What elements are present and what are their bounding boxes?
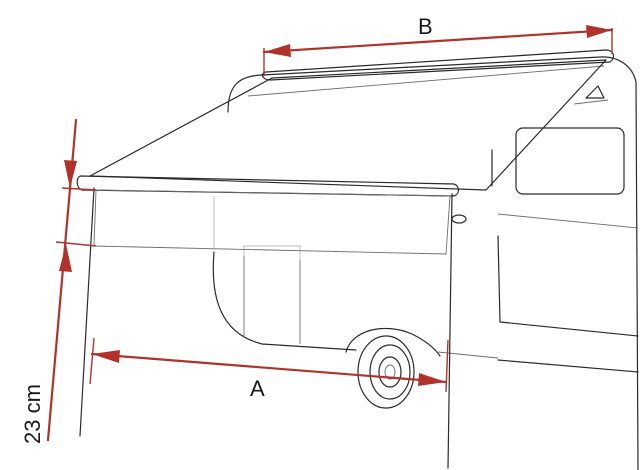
storage-hatch [243, 245, 301, 260]
drop-extension-top [61, 187, 97, 191]
camper-lower-skirt [497, 359, 639, 373]
camper-body-outline [227, 56, 639, 470]
drop-height-label: 23 cm [20, 384, 45, 444]
dimension-drop-height: 23 cm [20, 118, 97, 444]
roof-vent-line [573, 99, 609, 105]
dimension-b: B [262, 14, 614, 76]
awning-cassette [261, 49, 615, 81]
awning-valance [93, 189, 451, 255]
drop-extension-bottom [55, 241, 97, 247]
dimension-a-line [90, 352, 448, 384]
dimension-b-arrow-left [264, 44, 291, 57]
camper-vehicle [212, 56, 639, 470]
door-frame [491, 149, 501, 323]
camper-lower-panel [499, 321, 639, 337]
dimension-a-extension-left [89, 337, 95, 385]
dimension-a-label: A [250, 376, 265, 401]
roof-vent [585, 85, 605, 99]
door-handle [451, 214, 467, 224]
wheel [357, 335, 415, 409]
camper-lower-body-inner [243, 256, 301, 344]
awning-leg-left [79, 187, 95, 437]
dimension-a-arrow-right [418, 373, 446, 386]
awning-canopy [89, 59, 607, 191]
drop-arrow-top [64, 160, 77, 188]
camper-body-side-line [497, 213, 639, 229]
side-window [515, 127, 625, 195]
awning [76, 49, 615, 469]
dimension-a-arrow-left [92, 350, 120, 363]
drop-arrow-bottom [59, 244, 72, 272]
dimension-a: A [89, 337, 449, 401]
awning-leg-right [447, 193, 453, 469]
dimension-b-label: B [418, 14, 433, 39]
camper-roof-line [247, 65, 605, 97]
wheel-arch [345, 327, 441, 357]
camper-lower-body [212, 251, 357, 351]
dimension-b-arrow-right [586, 25, 612, 38]
dimension-a-extension-right [445, 339, 449, 393]
dimension-b-line [262, 28, 614, 54]
awning-front-rail [76, 175, 460, 197]
